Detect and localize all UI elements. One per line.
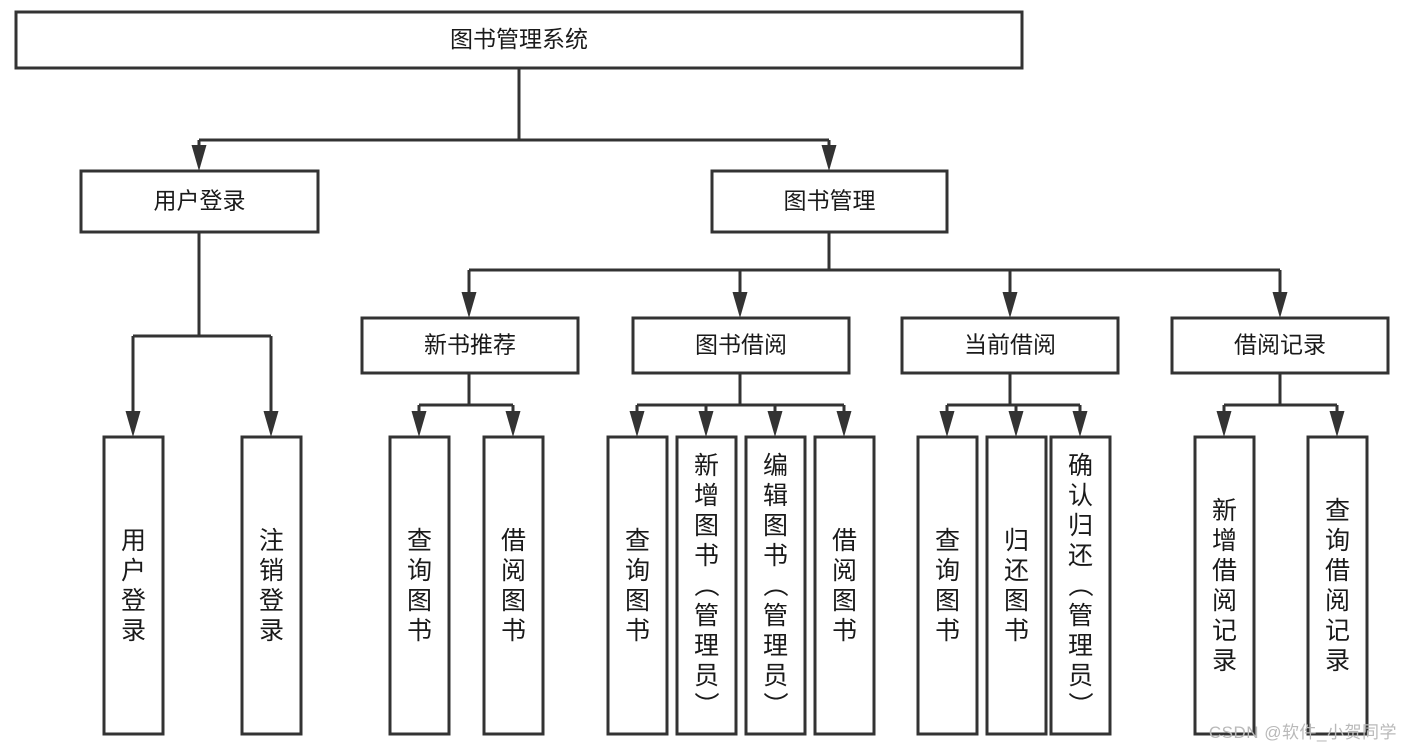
node-leaf-add-book[interactable]: 新增图书（管理员） xyxy=(675,435,738,736)
node-user-login[interactable]: 用户登录 xyxy=(79,169,320,234)
node-label: 借阅记录 xyxy=(1234,332,1326,358)
node-box xyxy=(1306,435,1369,736)
node-leaf-borrow-book[interactable]: 借阅图书 xyxy=(813,435,876,736)
node-box xyxy=(240,435,303,736)
node-box xyxy=(631,316,851,375)
node-leaf-add-record[interactable]: 新增借阅记录 xyxy=(1193,435,1256,736)
node-new-book-recommend[interactable]: 新书推荐 xyxy=(360,316,580,375)
node-label: 查询借阅记录 xyxy=(1325,497,1350,675)
node-box xyxy=(1170,316,1390,375)
node-box xyxy=(675,435,738,736)
node-label: 新增图书（管理员） xyxy=(694,452,720,720)
node-box xyxy=(606,435,669,736)
node-box xyxy=(813,435,876,736)
node-label: 借阅图书 xyxy=(832,527,857,645)
node-borrow-record[interactable]: 借阅记录 xyxy=(1170,316,1390,375)
node-label: 查询图书 xyxy=(407,527,432,645)
node-label: 注销登录 xyxy=(259,527,284,645)
node-leaf-query-record[interactable]: 查询借阅记录 xyxy=(1306,435,1369,736)
node-leaf-user-login[interactable]: 用户登录 xyxy=(102,435,165,736)
connector-group xyxy=(125,232,279,437)
node-box xyxy=(482,435,545,736)
node-box xyxy=(744,435,807,736)
node-box xyxy=(985,435,1048,736)
node-label: 新书推荐 xyxy=(424,332,516,358)
node-label: 当前借阅 xyxy=(964,332,1056,358)
node-leaf-query-book-rec[interactable]: 查询图书 xyxy=(388,435,451,736)
node-label: 确认归还（管理员） xyxy=(1068,452,1094,720)
connector-group xyxy=(191,68,837,171)
node-box xyxy=(79,169,320,234)
node-current-borrow[interactable]: 当前借阅 xyxy=(900,316,1120,375)
node-box xyxy=(1193,435,1256,736)
node-leaf-query-book-cur[interactable]: 查询图书 xyxy=(916,435,979,736)
node-label: 查询图书 xyxy=(935,527,960,645)
node-box xyxy=(916,435,979,736)
node-box xyxy=(14,10,1024,70)
connector-group xyxy=(461,232,1288,318)
node-leaf-edit-book[interactable]: 编辑图书（管理员） xyxy=(744,435,807,736)
node-book-management[interactable]: 图书管理 xyxy=(710,169,949,234)
node-label: 借阅图书 xyxy=(501,527,526,645)
connector-layer xyxy=(125,68,1345,437)
node-root[interactable]: 图书管理系统 xyxy=(14,10,1024,70)
node-label: 图书管理 xyxy=(784,188,876,214)
node-leaf-borrow-book-rec[interactable]: 借阅图书 xyxy=(482,435,545,736)
node-leaf-return-book[interactable]: 归还图书 xyxy=(985,435,1048,736)
node-label: 新增借阅记录 xyxy=(1212,497,1237,675)
node-box xyxy=(360,316,580,375)
node-box xyxy=(710,169,949,234)
connector-group xyxy=(939,373,1088,437)
node-layer: 图书管理系统用户登录图书管理新书推荐图书借阅当前借阅借阅记录用户登录注销登录查询… xyxy=(14,10,1390,736)
node-label: 图书管理系统 xyxy=(450,26,588,52)
node-box xyxy=(102,435,165,736)
connector-group xyxy=(411,373,521,437)
node-label: 查询图书 xyxy=(625,527,650,645)
node-leaf-query-book-borrow[interactable]: 查询图书 xyxy=(606,435,669,736)
node-book-borrow[interactable]: 图书借阅 xyxy=(631,316,851,375)
node-label: 归还图书 xyxy=(1004,527,1029,645)
connector-group xyxy=(629,373,852,437)
node-label: 图书借阅 xyxy=(695,332,787,358)
node-label: 编辑图书（管理员） xyxy=(763,452,789,720)
node-box xyxy=(900,316,1120,375)
node-box xyxy=(388,435,451,736)
node-box xyxy=(1049,435,1112,736)
node-label: 用户登录 xyxy=(121,527,146,645)
connector-group xyxy=(1216,373,1345,437)
node-leaf-confirm-return[interactable]: 确认归还（管理员） xyxy=(1049,435,1112,736)
node-label: 用户登录 xyxy=(154,188,246,214)
node-leaf-logout[interactable]: 注销登录 xyxy=(240,435,303,736)
